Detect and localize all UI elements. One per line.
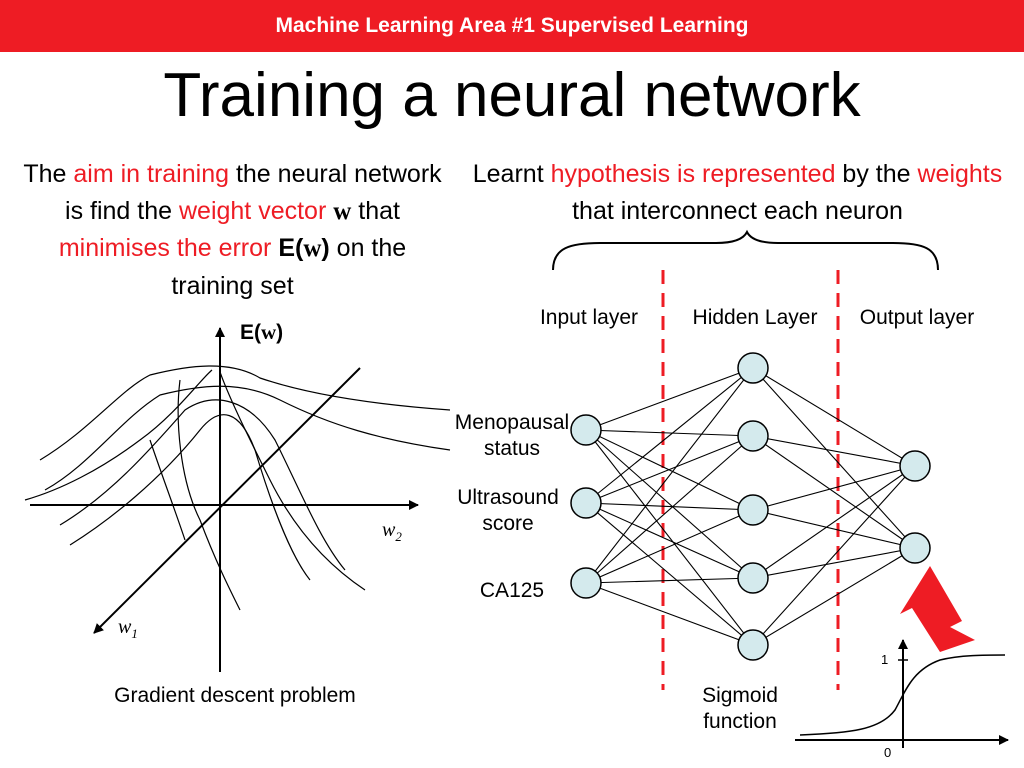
- connection-hidden-output: [752, 465, 916, 579]
- connection-hidden-output: [752, 547, 916, 646]
- gradient-caption: Gradient descent problem: [114, 684, 356, 707]
- error-w: w: [303, 235, 322, 262]
- highlight-weight-vector: weight vector: [178, 196, 327, 225]
- connection-input-hidden: [585, 582, 754, 646]
- layer-label-output: Output layer: [859, 306, 975, 329]
- output-node: [899, 532, 931, 564]
- sigmoid-caption-line: function: [703, 710, 777, 733]
- connection-input-hidden: [585, 429, 754, 579]
- w1-base: w: [118, 616, 132, 638]
- connection-hidden-output: [752, 367, 916, 549]
- input-label-line: Ultrasound: [457, 486, 559, 509]
- connection-input-hidden: [585, 367, 754, 504]
- text-run: the neural network is find the: [65, 160, 442, 225]
- highlight-aim: aim in training: [73, 160, 230, 188]
- highlight-hypothesis: hypothesis is represented: [550, 160, 836, 188]
- ylab-e: E(: [240, 321, 261, 344]
- banner-title: Machine Learning Area #1 Supervised Lear…: [275, 14, 749, 37]
- sigmoid-caption-line: Sigmoid: [702, 684, 778, 707]
- sigmoid-plot: [795, 639, 1009, 748]
- highlight-minimises: minimises the error: [58, 234, 272, 262]
- input-label-line: Menopausal: [454, 411, 570, 434]
- network-connections: [585, 367, 916, 646]
- connection-input-hidden: [585, 367, 754, 584]
- text-run: that: [351, 196, 400, 225]
- left-paragraph: The aim in training the neural network i…: [20, 156, 445, 304]
- sigmoid-tick-1: 1: [881, 652, 889, 667]
- connection-input-hidden: [585, 509, 754, 584]
- connection-input-hidden: [585, 435, 754, 584]
- output-arrow: [900, 566, 975, 652]
- connection-input-hidden: [585, 502, 754, 511]
- input-node: [570, 487, 602, 519]
- w1-sub: 1: [131, 626, 138, 641]
- input-node: [570, 414, 602, 446]
- layer-label-input: Input layer: [539, 306, 639, 329]
- connection-hidden-output: [752, 509, 916, 549]
- text-run: Learnt: [472, 160, 551, 188]
- connection-input-hidden: [585, 429, 754, 437]
- error-surface: [24, 365, 451, 611]
- connection-hidden-output: [752, 547, 916, 579]
- network-nodes: [570, 352, 931, 661]
- y-axis-label: E(w): [240, 320, 283, 345]
- hidden-node: [737, 352, 769, 384]
- text-run: that interconnect each neuron: [572, 196, 903, 225]
- error-close: ): [321, 234, 330, 262]
- hidden-node: [737, 562, 769, 594]
- w1-label: w1: [118, 616, 138, 642]
- input-label-ca125: CA125: [479, 579, 545, 602]
- input-label-line: status: [483, 437, 541, 460]
- sigmoid-caption: Sigmoid function: [680, 683, 800, 735]
- highlight-weights: weights: [917, 160, 1003, 188]
- hidden-node: [737, 494, 769, 526]
- layer-label-hidden: Hidden Layer: [692, 306, 818, 329]
- connection-hidden-output: [752, 435, 916, 549]
- curly-brace: [552, 229, 939, 271]
- text-run: by the: [835, 160, 918, 188]
- error-e: E(: [278, 234, 304, 262]
- connection-hidden-output: [752, 367, 916, 467]
- connection-input-hidden: [585, 502, 754, 646]
- slide-title: Training a neural network: [163, 61, 861, 130]
- connection-hidden-output: [752, 435, 916, 467]
- ylab-w: w: [261, 320, 277, 344]
- input-label-menopausal: Menopausal status: [438, 410, 586, 462]
- output-node: [899, 450, 931, 482]
- connection-input-hidden: [585, 429, 754, 646]
- input-label-ultrasound: Ultrasound score: [438, 485, 578, 537]
- sigmoid-curve: [799, 654, 1006, 736]
- input-label-line: score: [482, 512, 534, 535]
- text-run: The: [23, 160, 74, 188]
- connection-input-hidden: [585, 367, 754, 431]
- connection-input-hidden: [585, 435, 754, 504]
- header-banner: [0, 0, 1024, 52]
- connection-input-hidden: [585, 502, 754, 579]
- connection-input-hidden: [585, 577, 754, 584]
- w2-label: w2: [382, 519, 402, 545]
- connection-hidden-output: [752, 465, 916, 646]
- ylab-close: ): [276, 321, 284, 344]
- hidden-node: [737, 629, 769, 661]
- error-symbol: E(w): [278, 234, 329, 262]
- hidden-node: [737, 420, 769, 452]
- sigmoid-tick-0: 0: [884, 745, 892, 760]
- input-node: [570, 567, 602, 599]
- w1-axis: [93, 367, 361, 634]
- gradient-axes: [30, 327, 419, 672]
- connection-hidden-output: [752, 465, 916, 511]
- w2-sub: 2: [395, 529, 402, 544]
- right-paragraph: Learnt hypothesis is represented by the …: [455, 156, 1020, 229]
- w2-base: w: [382, 519, 396, 541]
- w-symbol: w: [333, 197, 352, 225]
- text-run: on the training set: [171, 234, 407, 300]
